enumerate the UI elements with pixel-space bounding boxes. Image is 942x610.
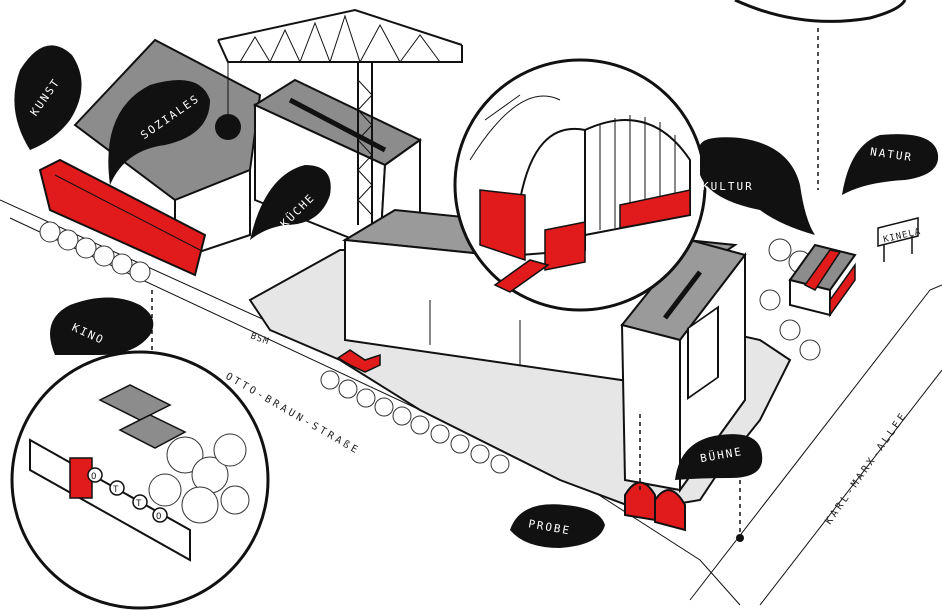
bubble-natur: NATUR bbox=[842, 134, 939, 195]
otto-letter-1: O bbox=[91, 472, 97, 482]
bubble-kino: KINO bbox=[50, 297, 154, 355]
bubble-kunst: KUNST bbox=[14, 45, 82, 150]
kino-zoom-circle: O T T O bbox=[10, 290, 270, 610]
facade-screen bbox=[687, 305, 719, 400]
lamp-post bbox=[736, 534, 744, 542]
crane bbox=[215, 8, 463, 225]
otto-letter-row: O T T O bbox=[87, 467, 168, 523]
bubble-soziales: SOZIALES bbox=[108, 80, 210, 185]
red-arches-buhne bbox=[624, 481, 686, 532]
red-stair-center bbox=[336, 349, 381, 373]
otto-letter-4: O bbox=[156, 512, 162, 522]
natur-pavilion bbox=[788, 243, 857, 318]
otto-letter-2: T bbox=[113, 485, 119, 495]
sign-board: KINELA bbox=[877, 217, 922, 262]
street-trees bbox=[39, 221, 821, 474]
street-label-karl-marx: KARL-MARX-ALLEE bbox=[823, 410, 910, 527]
bubble-kuche: KÜCHE bbox=[250, 165, 331, 240]
tower-right bbox=[620, 238, 747, 494]
bubble-kultur-text: KULTUR bbox=[702, 180, 754, 193]
bubble-buhne: BÜHNE bbox=[675, 434, 763, 480]
bubble-kultur: KULTUR bbox=[700, 137, 815, 235]
bubble-natur-text: NATUR bbox=[869, 145, 914, 164]
crane-hook-ball bbox=[215, 114, 241, 140]
top-zoom-circle-partial bbox=[734, 0, 907, 190]
otto-letter-3: T bbox=[136, 499, 142, 509]
bubble-probe: PROBE bbox=[510, 504, 605, 548]
kultur-zoom-circle bbox=[453, 58, 707, 312]
bsm-label: BSM bbox=[249, 331, 271, 347]
